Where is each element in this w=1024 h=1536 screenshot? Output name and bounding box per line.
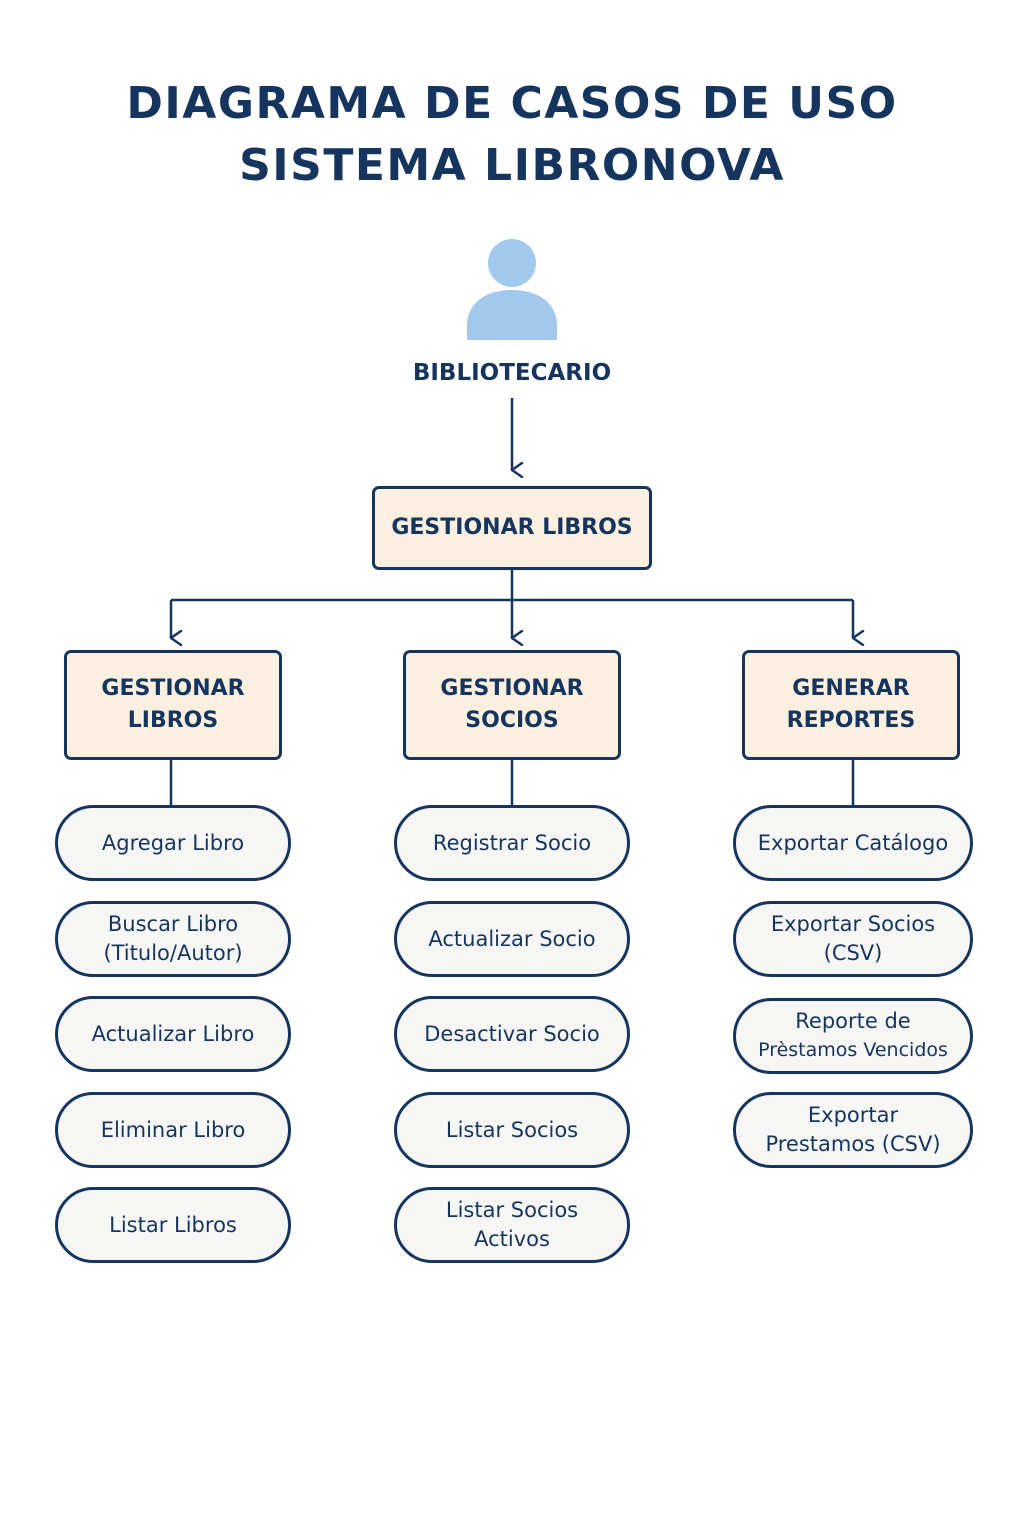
use-case-label: Exportar Socios xyxy=(770,912,936,936)
use-case-label: Desactivar Socio xyxy=(424,1021,600,1046)
use-case-label: Listar Socios xyxy=(445,1198,579,1222)
use-case-label: Listar Libros xyxy=(109,1212,237,1237)
use-case-label: Actualizar Socio xyxy=(428,926,596,951)
use-case-label: Eliminar Libro xyxy=(100,1117,246,1142)
use-case-label: Listar Socios xyxy=(445,1117,579,1142)
use-case-listar-socios-activos[interactable]: Listar Socios Activos xyxy=(394,1187,630,1263)
use-case-label: Registrar Socio xyxy=(432,830,592,855)
category-label-line: GESTIONAR xyxy=(440,676,584,701)
use-case-buscar-libro[interactable]: Buscar Libro (Titulo/Autor) xyxy=(55,901,291,977)
category-label-line: LIBROS xyxy=(127,708,219,733)
use-case-label: Prestamos (CSV) xyxy=(765,1132,941,1156)
use-case-reporte-prestamos-vencidos[interactable]: Reporte de Prèstamos Vencidos xyxy=(733,998,973,1074)
use-case-listar-socios[interactable]: Listar Socios xyxy=(394,1092,630,1168)
use-case-label: Buscar Libro xyxy=(107,912,239,936)
category-label-line: SOCIOS xyxy=(465,708,559,733)
use-case-label: Agregar Libro xyxy=(101,830,245,855)
category-label-line: GENERAR xyxy=(792,676,910,701)
use-case-exportar-socios-csv[interactable]: Exportar Socios (CSV) xyxy=(733,901,973,977)
category-label-line: GESTIONAR xyxy=(101,676,245,701)
use-case-label: Exportar Catálogo xyxy=(757,830,949,855)
category-box-gestionar-socios: GESTIONAR SOCIOS xyxy=(403,650,621,760)
category-box-generar-reportes: GENERAR REPORTES xyxy=(742,650,960,760)
use-case-actualizar-socio[interactable]: Actualizar Socio xyxy=(394,901,630,977)
category-label-line: REPORTES xyxy=(786,708,916,733)
use-case-registrar-socio[interactable]: Registrar Socio xyxy=(394,805,630,881)
use-case-label: Activos xyxy=(474,1227,550,1251)
category-box-gestionar-libros: GESTIONAR LIBROS xyxy=(64,650,282,760)
use-case-exportar-prestamos-csv[interactable]: Exportar Prestamos (CSV) xyxy=(733,1092,973,1168)
use-case-listar-libros[interactable]: Listar Libros xyxy=(55,1187,291,1263)
use-case-label: Exportar xyxy=(807,1103,899,1127)
use-case-label: (Titulo/Autor) xyxy=(103,941,243,965)
use-case-exportar-catalogo[interactable]: Exportar Catálogo xyxy=(733,805,973,881)
root-use-case-label: GESTIONAR LIBROS xyxy=(391,515,633,540)
use-case-eliminar-libro[interactable]: Eliminar Libro xyxy=(55,1092,291,1168)
actor-label: BIBLIOTECARIO xyxy=(412,360,612,386)
user-icon xyxy=(467,239,557,340)
diagram-title-line-2: SISTEMA LIBRONOVA xyxy=(239,140,785,191)
diagram-title-line-1: DIAGRAMA DE CASOS DE USO xyxy=(126,78,898,129)
root-use-case-box: GESTIONAR LIBROS xyxy=(372,486,652,570)
use-case-agregar-libro[interactable]: Agregar Libro xyxy=(55,805,291,881)
use-case-label: (CSV) xyxy=(823,941,883,965)
use-case-desactivar-socio[interactable]: Desactivar Socio xyxy=(394,996,630,1072)
use-case-label: Prèstamos Vencidos xyxy=(758,1039,948,1061)
use-case-label: Reporte de xyxy=(795,1009,911,1033)
use-case-label: Actualizar Libro xyxy=(91,1021,255,1046)
use-case-actualizar-libro[interactable]: Actualizar Libro xyxy=(55,996,291,1072)
